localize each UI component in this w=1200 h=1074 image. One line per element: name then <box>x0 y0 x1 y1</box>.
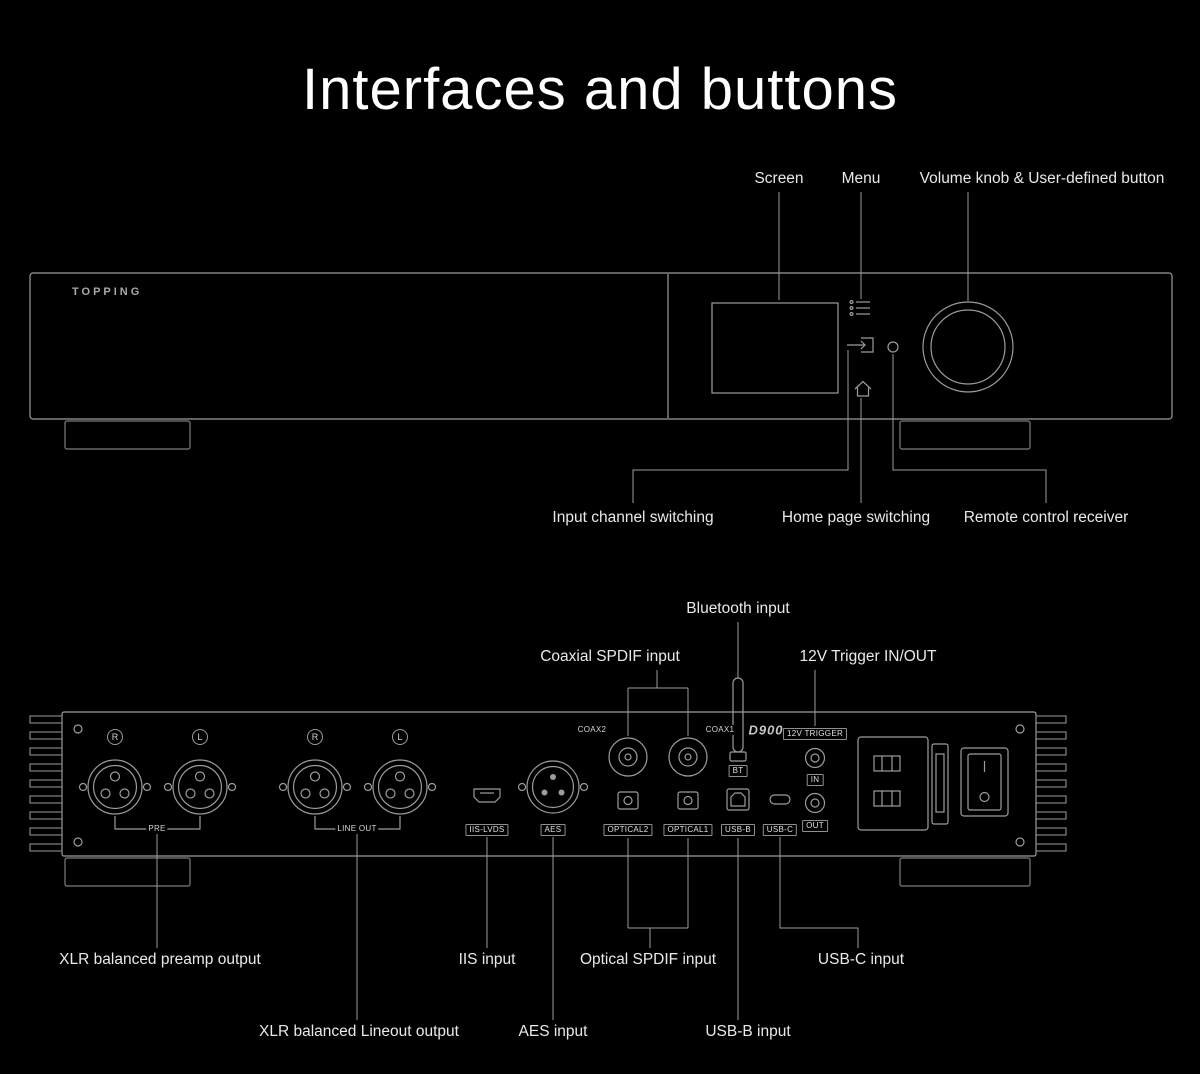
coax2-jack <box>608 737 648 777</box>
xlr-pre-left <box>163 759 237 815</box>
home-icon <box>854 380 872 397</box>
optical1-port <box>677 791 699 810</box>
panel-screws <box>73 724 1025 847</box>
screen-outline <box>711 302 839 394</box>
ac-inlet <box>857 736 929 831</box>
page-title: Interfaces and buttons <box>302 57 898 122</box>
callout-label-coaxial: Coaxial SPDIF input <box>540 648 680 665</box>
callout-label-iis: IIS input <box>458 951 516 968</box>
trigger-out-jack <box>804 792 826 814</box>
xlr-lineout-right <box>278 759 352 815</box>
port-label-bt: BT <box>728 765 748 777</box>
coax1-jack <box>668 737 708 777</box>
model-name: D900 <box>748 722 784 738</box>
front-panel <box>29 272 1173 450</box>
xlr-lineout-left <box>363 759 437 815</box>
port-label-iis-lvds: IIS-LVDS <box>465 824 509 836</box>
rear-foot-right <box>899 857 1031 887</box>
callout-line-coax <box>627 670 689 736</box>
xlr-marker-l: L <box>392 729 408 745</box>
callout-label-aes: AES input <box>518 1023 588 1040</box>
remote-receiver-window <box>887 341 899 353</box>
callout-line-usbc <box>779 837 859 948</box>
port-label-usbc: USB-C <box>762 824 798 836</box>
callout-label-volume-knob: Volume knob & User-defined button <box>919 170 1165 187</box>
callout-label-usbb: USB-B input <box>705 1023 791 1040</box>
bluetooth-antenna <box>729 677 747 762</box>
port-label-optical1: OPTICAL1 <box>663 824 713 836</box>
volume-knob <box>922 301 1014 393</box>
front-foot-left <box>64 420 191 450</box>
input-channel-icon <box>847 337 874 353</box>
front-callout-lines <box>632 192 1047 503</box>
callout-line-remote <box>892 354 1047 503</box>
heatsink-fins-left <box>29 715 63 852</box>
rear-panel <box>29 677 1067 887</box>
menu-icon <box>849 300 870 317</box>
fuse-holder <box>931 743 949 825</box>
port-label-coax1: COAX1 <box>703 725 737 735</box>
callout-label-home-page: Home page switching <box>781 509 931 526</box>
callout-line-optical <box>627 838 689 948</box>
rear-callout-lines <box>156 622 859 1020</box>
usb-b-port <box>726 788 750 811</box>
front-foot-right <box>899 420 1031 450</box>
power-switch <box>960 747 1009 817</box>
xlr-marker-l: L <box>192 729 208 745</box>
iis-lvds-port <box>473 788 501 803</box>
port-label-lineout: LINE OUT <box>335 824 379 834</box>
callout-label-bluetooth: Bluetooth input <box>686 600 790 617</box>
port-label-coax2: COAX2 <box>575 725 609 735</box>
brand-logo: TOPPING <box>72 286 143 298</box>
callout-label-xlr-lineout: XLR balanced Lineout output <box>259 1023 459 1040</box>
callout-label-remote-receiver: Remote control receiver <box>963 509 1129 526</box>
port-label-12v-trigger: 12V TRIGGER <box>782 728 848 740</box>
callout-label-trigger: 12V Trigger IN/OUT <box>799 648 937 665</box>
callout-label-input-channel: Input channel switching <box>552 509 714 526</box>
port-label-aes: AES <box>540 824 566 836</box>
port-label-trigger-in: IN <box>806 774 824 786</box>
port-label-usbb: USB-B <box>721 824 755 836</box>
optical2-port <box>617 791 639 810</box>
xlr-pre-right <box>78 759 152 815</box>
heatsink-fins-right <box>1035 715 1067 852</box>
xlr-marker-r: R <box>307 729 323 745</box>
callout-label-menu: Menu <box>841 170 881 187</box>
port-label-optical2: OPTICAL2 <box>603 824 653 836</box>
callout-label-xlr-preamp: XLR balanced preamp output <box>59 951 261 968</box>
callout-line-input-channel <box>632 350 849 503</box>
port-label-trigger-out: OUT <box>802 820 828 832</box>
usb-c-port <box>769 794 791 805</box>
port-label-pre: PRE <box>146 824 168 834</box>
trigger-in-jack <box>804 747 826 769</box>
xlr-marker-r: R <box>107 729 123 745</box>
front-panel-outline <box>29 272 1173 420</box>
callout-label-screen: Screen <box>754 170 804 187</box>
aes-connector <box>517 760 589 814</box>
callout-label-usbc: USB-C input <box>817 951 905 968</box>
callout-label-optical: Optical SPDIF input <box>579 951 717 968</box>
rear-foot-left <box>64 857 191 887</box>
